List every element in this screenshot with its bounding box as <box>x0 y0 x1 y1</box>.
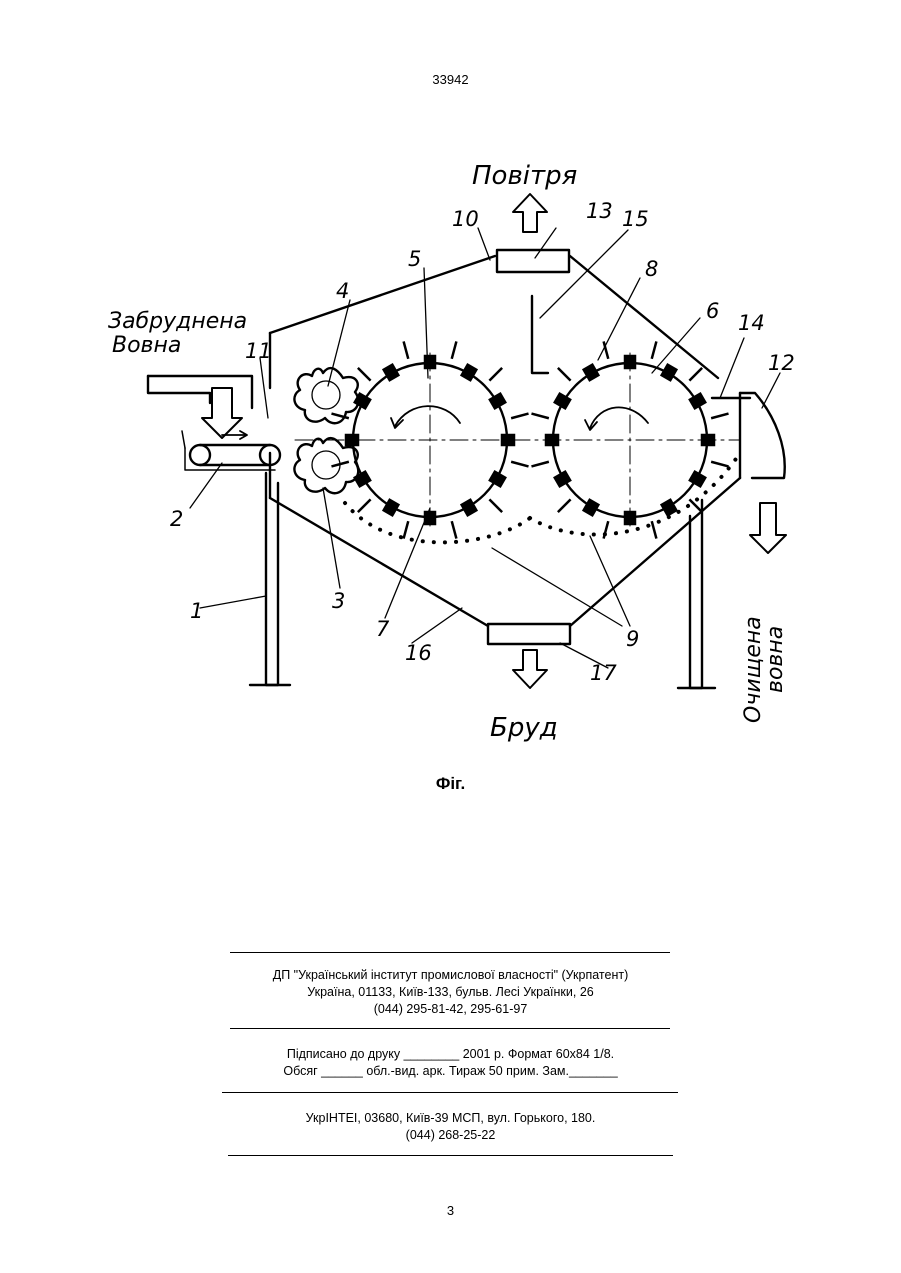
part-number-11: 11 <box>245 339 272 363</box>
figure-caption: Фіг. <box>0 774 901 794</box>
divider-4 <box>228 1155 673 1156</box>
print-signature-format: Підписано до друку ________ 2001 р. Форм… <box>0 1046 901 1063</box>
housing-bottom-left <box>270 498 488 626</box>
housing-top-right <box>570 256 718 378</box>
printer-block: УкрІНТЕІ, 03680, Київ-39 МСП, вул. Горьк… <box>0 1110 901 1144</box>
publisher-phone: (044) 295-81-42, 295-61-97 <box>0 1001 901 1018</box>
part-number-6: 6 <box>706 299 719 323</box>
drum-6-rotation-arrow <box>590 407 648 428</box>
feed-arrow <box>202 388 242 438</box>
part-number-5: 5 <box>408 247 421 271</box>
part-number-16: 16 <box>405 641 432 665</box>
part-number-8: 8 <box>645 257 658 281</box>
part-number-9: 9 <box>626 627 639 651</box>
chute-12 <box>740 393 785 478</box>
clean-wool-arrow <box>750 503 786 553</box>
part-number-17: 17 <box>590 661 617 685</box>
dirty-wool-label-line1: Забруднена <box>108 309 247 334</box>
print-volume-run: Обсяг ______ обл.-вид. арк. Тираж 50 при… <box>0 1063 901 1080</box>
air-outlet-13 <box>497 250 569 272</box>
patent-number: 33942 <box>0 72 901 87</box>
publisher-name: ДП "Український інститут промислової вла… <box>0 967 901 984</box>
clean-wool-label-line2: вовна <box>763 626 788 693</box>
publisher-block: ДП "Український інститут промислової вла… <box>0 967 901 1018</box>
dirty-wool-label-line2: Вовна <box>112 333 181 358</box>
patent-figure: Повітря Забруднена Вовна Бруд Очищена во… <box>100 148 800 768</box>
part-number-3: 3 <box>332 589 345 613</box>
printer-address: УкрІНТЕІ, 03680, Київ-39 МСП, вул. Горьк… <box>0 1110 901 1127</box>
air-arrow <box>513 194 547 232</box>
air-label: Повітря <box>472 161 577 191</box>
dirt-outlet-17 <box>488 624 570 644</box>
feed-hopper <box>148 376 210 403</box>
drum-5-rotation-arrow <box>395 406 460 426</box>
part-number-12: 12 <box>768 351 795 375</box>
leg-left <box>266 473 278 685</box>
leg-right <box>690 500 702 688</box>
housing-bottom-right <box>570 478 740 626</box>
part-number-14: 14 <box>738 311 765 335</box>
part-number-15: 15 <box>622 207 649 231</box>
part-number-4: 4 <box>336 279 349 303</box>
divider-1 <box>230 952 670 953</box>
page-number: 3 <box>0 1203 901 1218</box>
wool-cleaning-machine-drawing: Повітря Забруднена Вовна Бруд Очищена во… <box>100 148 800 768</box>
dirt-arrow <box>513 650 547 688</box>
housing-top-left <box>270 256 495 333</box>
divider-2 <box>230 1028 670 1029</box>
part-number-1: 1 <box>190 599 203 623</box>
part-number-13: 13 <box>586 199 613 223</box>
dirt-label: Бруд <box>490 713 558 743</box>
part-number-7: 7 <box>376 617 390 641</box>
printer-phone: (044) 268-25-22 <box>0 1127 901 1144</box>
print-info-block: Підписано до друку ________ 2001 р. Форм… <box>0 1046 901 1080</box>
divider-3 <box>222 1092 678 1093</box>
publisher-address: Україна, 01133, Київ-133, бульв. Лесі Ук… <box>0 984 901 1001</box>
feed-roller-4 <box>294 368 358 423</box>
part-number-10: 10 <box>452 207 479 231</box>
baffle-15 <box>532 296 548 373</box>
feed-roller-3 <box>294 438 358 493</box>
part-number-2: 2 <box>170 507 183 531</box>
